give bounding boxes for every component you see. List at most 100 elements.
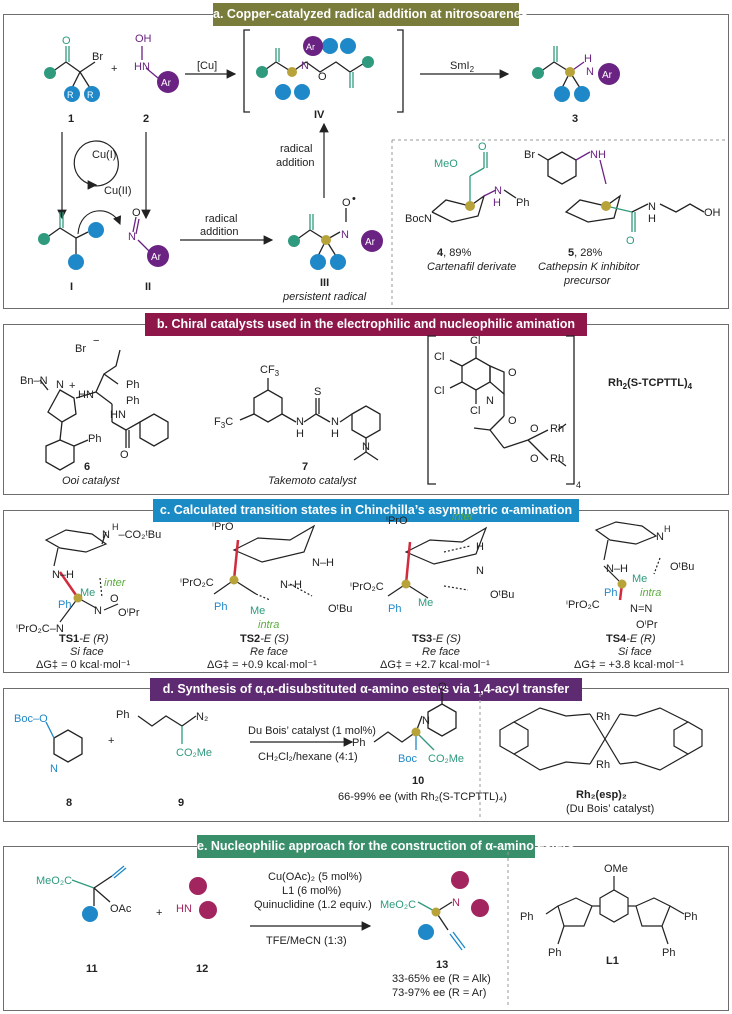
n-3: N bbox=[586, 66, 594, 78]
n-10: N bbox=[422, 715, 430, 727]
r1-iii-b bbox=[330, 254, 346, 270]
catalyst-7 bbox=[239, 378, 381, 461]
svg-text:TS1-E (R): TS1-E (R) bbox=[59, 633, 109, 645]
r2-12 bbox=[199, 901, 217, 919]
o-5: O bbox=[626, 235, 635, 247]
ts3-h: H bbox=[476, 541, 484, 553]
rh-d2: Rh bbox=[596, 759, 610, 771]
teal-dot-iv-l bbox=[256, 66, 268, 78]
hn-6b: HN bbox=[110, 409, 126, 421]
ts4-obu: OᵗBu bbox=[670, 561, 694, 573]
h-4: H bbox=[493, 197, 501, 209]
ts3-ipro: ⁱPrO bbox=[386, 515, 408, 527]
stereocenter-10 bbox=[411, 727, 421, 737]
ts-structures bbox=[44, 521, 661, 623]
stereocenter-3 bbox=[565, 67, 575, 77]
stereocenter-13 bbox=[431, 907, 441, 917]
n-5: N bbox=[648, 201, 656, 213]
rh-atom-a: Rh bbox=[550, 423, 564, 435]
r1-text-a: R bbox=[67, 90, 74, 100]
ligand-l1 bbox=[545, 876, 685, 945]
label-11: 11 bbox=[86, 963, 98, 975]
svg-text:ΔG‡ = +0.9 kcal·mol⁻¹: ΔG‡ = +0.9 kcal·mol⁻¹ bbox=[207, 659, 317, 671]
n-iv: N bbox=[301, 60, 309, 72]
panel-c bbox=[3, 510, 729, 673]
yield-5: 5, 28% bbox=[568, 247, 602, 259]
ts1-me: Me bbox=[80, 587, 95, 599]
ph-l1b: Ph bbox=[548, 947, 561, 959]
persistent-label: persistent radical bbox=[282, 291, 367, 303]
ts3-iproc: ⁱPrO₂C bbox=[350, 581, 384, 593]
ts3-me: Me bbox=[418, 597, 433, 609]
svg-text:Re face: Re face bbox=[422, 646, 460, 658]
radadd-2: addition bbox=[200, 226, 239, 238]
ts1-ph: Ph bbox=[58, 599, 71, 611]
ts1-opr: OⁱPr bbox=[118, 607, 140, 619]
ar-text-2: Ar bbox=[161, 78, 172, 89]
label-3: 3 bbox=[572, 113, 578, 125]
label-9: 9 bbox=[178, 797, 184, 809]
label-13: 13 bbox=[436, 959, 448, 971]
svg-text:TS2-E (S): TS2-E (S) bbox=[240, 633, 289, 645]
meo2c-13: MeO₂C bbox=[380, 899, 416, 911]
applications-divider bbox=[391, 139, 726, 305]
ts2-intra: intra bbox=[258, 619, 279, 631]
ph-6b: Ph bbox=[126, 395, 139, 407]
label-i: I bbox=[70, 281, 73, 293]
cond-d1: Du Bois’ catalyst (1 mol%) bbox=[248, 725, 376, 737]
ts-captions: TS1-E (R) Si face ΔG‡ = 0 kcal·mol⁻¹ TS2… bbox=[36, 633, 684, 671]
n-iii: N bbox=[341, 229, 349, 241]
plus-d: + bbox=[108, 735, 114, 747]
label-6: 6 bbox=[84, 461, 90, 473]
o-rh-c: O bbox=[530, 423, 539, 435]
ts2-iproc: ⁱPrO₂C bbox=[180, 577, 214, 589]
bn-6: Bn–N bbox=[20, 375, 48, 387]
name-7: Takemoto catalyst bbox=[268, 475, 357, 487]
label-iii: III bbox=[320, 277, 329, 289]
meo2c-11: MeO₂C bbox=[36, 875, 72, 887]
ph-10: Ph bbox=[352, 737, 365, 749]
svg-text:ΔG‡ = 0 kcal·mol⁻¹: ΔG‡ = 0 kcal·mol⁻¹ bbox=[36, 659, 130, 671]
compound-3 bbox=[539, 46, 585, 89]
br-6: Br bbox=[75, 343, 86, 355]
compound-4 bbox=[431, 152, 517, 223]
r1-iv-c bbox=[322, 38, 338, 54]
ar-ii bbox=[147, 245, 169, 267]
o-rh-d: O bbox=[530, 453, 539, 465]
br-label: Br bbox=[92, 51, 103, 63]
ts2-obu: OᵗBu bbox=[328, 603, 352, 615]
cl-b: Cl bbox=[434, 351, 444, 363]
ts3-n: N bbox=[476, 565, 484, 577]
cu-label: [Cu] bbox=[197, 60, 217, 72]
label-1: 1 bbox=[68, 113, 74, 125]
stereocenter-iii bbox=[321, 235, 331, 245]
r1-i-b bbox=[68, 254, 84, 270]
banner-d: d. Synthesis of α,α-disubstituted α-amin… bbox=[150, 678, 582, 701]
ts4-iproc: ⁱPrO₂C bbox=[566, 599, 600, 611]
label-12: 12 bbox=[196, 963, 208, 975]
name-5b: precursor bbox=[563, 275, 612, 287]
smi2-label: SmI2 bbox=[450, 60, 475, 74]
ts1-nh: N–H bbox=[52, 569, 74, 581]
hn-6: HN bbox=[78, 389, 94, 401]
ts4-ph: Ph bbox=[604, 587, 617, 599]
r3-13 bbox=[451, 871, 469, 889]
ts1-co2tbu: NH–CO₂ᵗBu bbox=[102, 522, 161, 541]
banner-b: b. Chiral catalysts used in the electrop… bbox=[145, 313, 587, 336]
ome-l1: OMe bbox=[604, 863, 628, 875]
compound-11 bbox=[71, 865, 127, 906]
teal-dot-i bbox=[38, 233, 50, 245]
n-13: N bbox=[452, 897, 460, 909]
r1-3b bbox=[574, 86, 590, 102]
rh2esp2-label: Rh₂(esp)₂ bbox=[576, 789, 627, 801]
label-8: 8 bbox=[66, 797, 72, 809]
compound-2 bbox=[141, 46, 159, 79]
plus-sign: + bbox=[111, 63, 117, 75]
teal-dot bbox=[44, 67, 56, 79]
ar-iv bbox=[303, 36, 323, 56]
r1-iv-a bbox=[275, 84, 291, 100]
cl-d: Cl bbox=[470, 405, 480, 417]
svg-text:TS3-E (S): TS3-E (S) bbox=[412, 633, 461, 645]
ph-l1c: Ph bbox=[684, 911, 697, 923]
cond-e3: Quinuclidine (1.2 equiv.) bbox=[254, 899, 372, 911]
